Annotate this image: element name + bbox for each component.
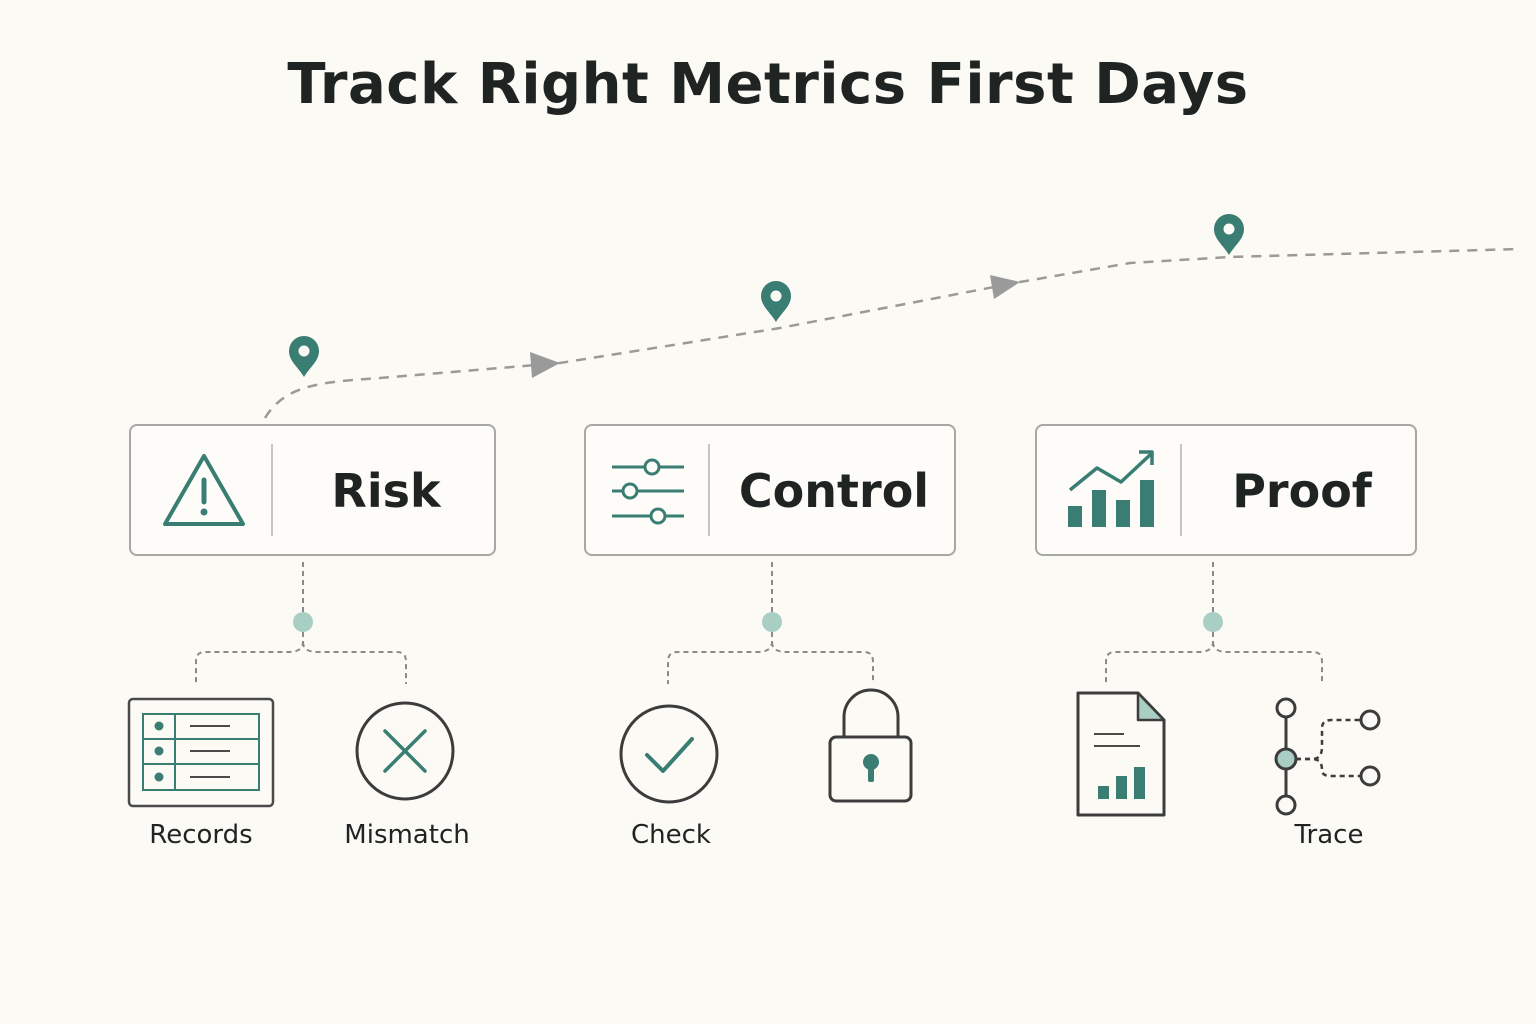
tree-node-dot	[762, 612, 782, 632]
check-circle-icon	[619, 704, 719, 804]
card-label: Risk	[331, 464, 441, 518]
map-pin-icon	[289, 336, 319, 377]
x-circle-icon	[355, 701, 455, 801]
trace-network-icon	[1274, 697, 1381, 816]
card-risk: Risk	[129, 424, 496, 556]
card-divider	[1180, 444, 1182, 536]
leaf-label-trace: Trace	[1294, 820, 1364, 850]
card-divider	[271, 444, 273, 536]
page-title: Track Right Metrics First Days	[287, 52, 1249, 117]
card-label: Proof	[1232, 464, 1372, 518]
map-pin-icon	[761, 281, 791, 322]
card-divider	[708, 444, 710, 536]
leaf-label-mismatch: Mismatch	[344, 820, 470, 850]
records-table-icon	[127, 697, 275, 808]
map-pin-icon	[1214, 214, 1244, 255]
sliders-icon	[612, 458, 684, 525]
padlock-icon	[828, 688, 913, 803]
report-document-icon	[1076, 691, 1166, 817]
warning-triangle-icon	[163, 454, 245, 526]
card-control: Control	[584, 424, 956, 556]
path-arrow-1	[530, 352, 560, 378]
bar-chart-trend-icon	[1068, 450, 1154, 527]
tree-node-dot	[1203, 612, 1223, 632]
leaf-label-check: Check	[631, 820, 711, 850]
card-proof: Proof	[1035, 424, 1417, 556]
tree-node-dot	[293, 612, 313, 632]
card-label: Control	[738, 464, 930, 518]
leaf-label-records: Records	[149, 820, 253, 850]
path-arrow-2	[990, 275, 1020, 299]
